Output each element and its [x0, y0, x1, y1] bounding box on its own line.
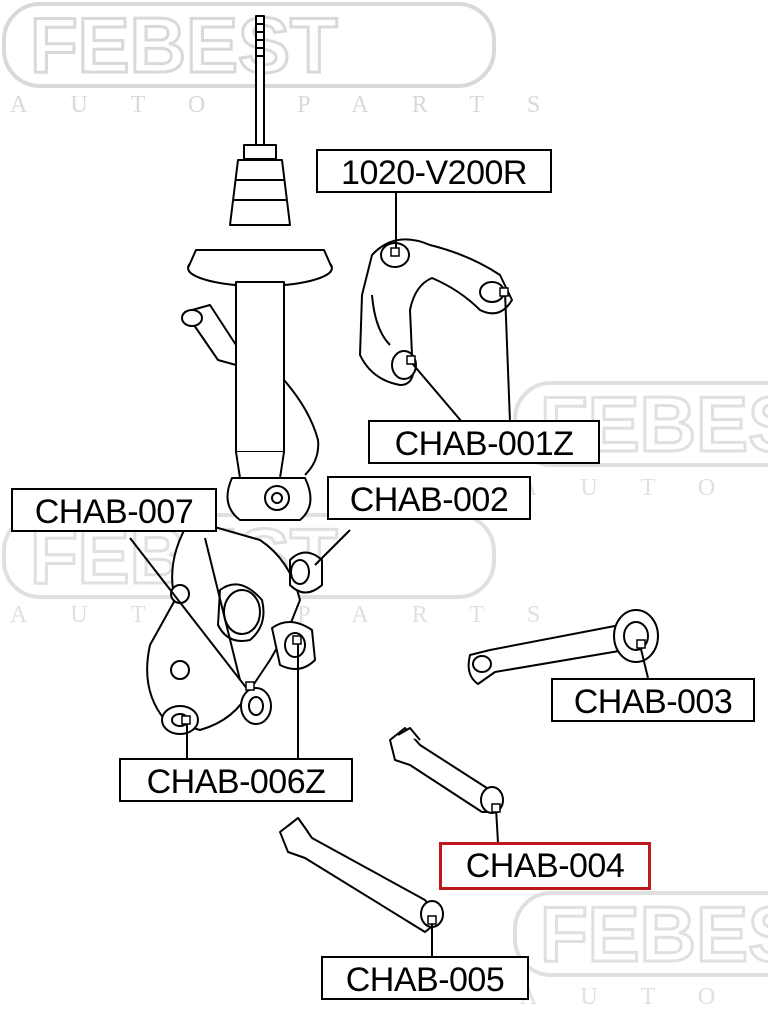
label-chab-004[interactable]: CHAB-004 — [439, 842, 651, 890]
link-003-drawing — [467, 609, 659, 685]
svg-text:FEBEST: FEBEST — [30, 1, 338, 89]
link-004-drawing — [389, 727, 504, 814]
svg-text:FEBEST: FEBEST — [540, 890, 768, 978]
watermark-top-tagline: AUTO PARTS — [10, 92, 583, 118]
watermark-right-tagline: AUTO PARTS — [520, 475, 768, 501]
strut-drawing — [181, 15, 333, 521]
watermark-bottom-right: FEBEST — [513, 889, 768, 980]
link-005-drawing — [279, 817, 444, 933]
label-upper-arm-1020-v200r[interactable]: 1020-V200R — [316, 149, 552, 193]
bushing-002-drawing — [289, 551, 323, 594]
label-chab-006z[interactable]: CHAB-006Z — [119, 758, 353, 802]
leader-lines — [129, 193, 649, 956]
leader-anchors — [181, 247, 646, 925]
label-chab-003[interactable]: CHAB-003 — [551, 678, 755, 722]
label-chab-005[interactable]: CHAB-005 — [321, 956, 529, 1000]
label-chab-001z[interactable]: CHAB-001Z — [368, 420, 600, 464]
label-chab-007[interactable]: CHAB-007 — [11, 488, 217, 532]
upper-arm-drawing — [359, 238, 513, 386]
watermark-bottom-tagline: AUTO PARTS — [520, 984, 768, 1010]
label-chab-002[interactable]: CHAB-002 — [327, 476, 531, 520]
watermark-top: FEBEST — [2, 0, 496, 91]
knuckle-drawing — [146, 519, 316, 735]
